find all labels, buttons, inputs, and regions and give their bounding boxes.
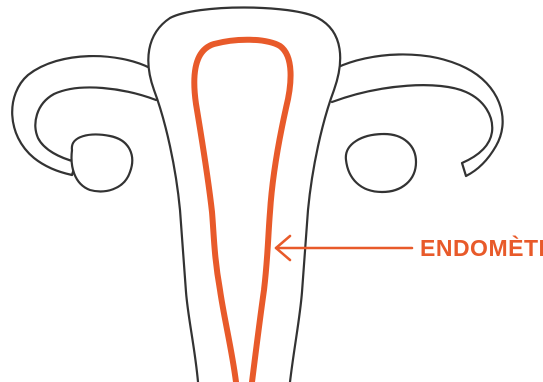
endometrium-label: ENDOMÈTRE bbox=[420, 234, 543, 261]
left-ovary bbox=[72, 135, 133, 192]
uterus-outline bbox=[148, 8, 340, 382]
right-ovary bbox=[346, 134, 416, 192]
